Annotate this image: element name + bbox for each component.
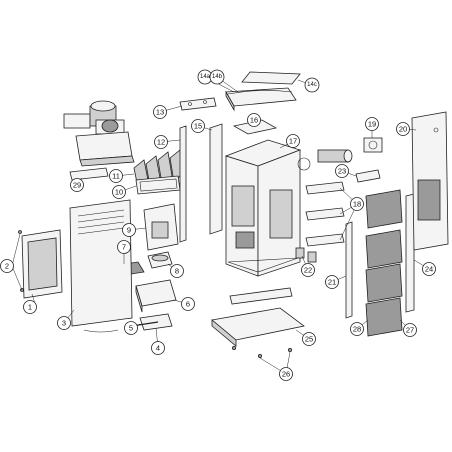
part-fire-pot (147, 251, 173, 269)
callout-15-label: 15 (194, 122, 202, 131)
callout-2: 2 (0, 259, 14, 273)
callout-22: 22 (301, 263, 315, 277)
callout-11: 11 (109, 169, 123, 183)
callout-24: 24 (422, 262, 436, 276)
part-side-brackets (305, 181, 345, 247)
part-ash-box (143, 203, 179, 251)
callout-9: 9 (122, 223, 136, 237)
callout-18-label: 18 (353, 200, 361, 209)
part-ceramic-panels (365, 189, 403, 337)
callout-7-label: 7 (122, 243, 126, 252)
part-vertical-strip (209, 123, 223, 235)
callout-17-label: 17 (289, 137, 297, 146)
callout-3: 3 (57, 316, 71, 330)
callout-19-label: 19 (368, 120, 376, 129)
callout-3-label: 3 (62, 319, 66, 328)
callout-10-label: 10 (115, 188, 123, 197)
callout-16-label: 16 (250, 116, 258, 125)
callout-27-label: 27 (406, 326, 414, 335)
callout-4: 4 (151, 341, 165, 355)
callout-14b-label: 14b (212, 74, 223, 80)
callout-14a: 14a (197, 69, 213, 85)
callout-2-label: 2 (5, 262, 9, 271)
callout-20: 20 (396, 122, 410, 136)
callout-22-label: 22 (304, 266, 312, 275)
callout-28-label: 28 (353, 325, 361, 334)
callout-14c: 14c (304, 77, 320, 93)
callout-4-label: 4 (156, 344, 160, 353)
callout-23: 23 (335, 164, 349, 178)
callout-1: 1 (23, 300, 37, 314)
callout-26: 26 (279, 367, 293, 381)
callout-18: 18 (350, 197, 364, 211)
part-fan-box (363, 137, 383, 153)
callout-6-label: 6 (186, 300, 190, 309)
callout-9-label: 9 (127, 226, 131, 235)
callout-12-label: 12 (157, 138, 165, 147)
callout-21-label: 21 (328, 278, 336, 287)
callout-20-label: 20 (399, 125, 407, 134)
callout-28: 28 (350, 322, 364, 336)
part-main-body-frame (224, 139, 302, 277)
callout-labels: 1 2 3 4 5 6 7 8 9 10 11 12 13 14a 14b 14… (0, 69, 436, 381)
part-feet (231, 345, 292, 358)
callout-1-label: 1 (28, 303, 32, 312)
callout-10: 10 (112, 185, 126, 199)
callout-5-label: 5 (129, 324, 133, 333)
callout-14a-label: 14a (200, 74, 211, 80)
callout-29-label: 29 (73, 181, 81, 190)
callout-8: 8 (170, 264, 184, 278)
callout-25: 25 (302, 332, 316, 346)
callout-27: 27 (403, 323, 417, 337)
part-top-lid-panel (225, 71, 301, 112)
callout-11-label: 11 (112, 172, 120, 181)
part-combustion-box (135, 279, 177, 313)
callout-13: 13 (153, 105, 167, 119)
part-rear-panel (411, 111, 449, 251)
callout-24-label: 24 (425, 265, 433, 274)
callout-26-label: 26 (282, 370, 290, 379)
callout-16: 16 (247, 113, 261, 127)
callout-14c-label: 14c (307, 82, 317, 88)
part-front-door-panel (69, 199, 133, 333)
callout-13-label: 13 (156, 108, 164, 117)
part-top-bracket (179, 97, 217, 111)
callout-8-label: 8 (175, 267, 179, 276)
part-left-side-strip (179, 125, 187, 243)
callout-17: 17 (286, 134, 300, 148)
part-door-glass (21, 229, 63, 299)
callout-5: 5 (124, 321, 138, 335)
part-right-vertical-strip (345, 221, 353, 319)
part-base-tray (211, 287, 305, 347)
callout-19: 19 (365, 117, 379, 131)
callout-12: 12 (154, 135, 168, 149)
callout-21: 21 (325, 275, 339, 289)
callout-29: 29 (70, 178, 84, 192)
callout-25-label: 25 (305, 335, 313, 344)
callout-23-label: 23 (338, 167, 346, 176)
callout-14b: 14b (209, 69, 225, 85)
part-thin-plate (69, 167, 109, 181)
callout-6: 6 (181, 297, 195, 311)
part-fan-motor-assembly (63, 100, 135, 167)
part-exhaust-tube (297, 149, 381, 183)
part-small-components (295, 247, 317, 263)
part-outer-vertical-strip (405, 193, 415, 313)
callout-7: 7 (117, 240, 131, 254)
callout-15: 15 (191, 119, 205, 133)
